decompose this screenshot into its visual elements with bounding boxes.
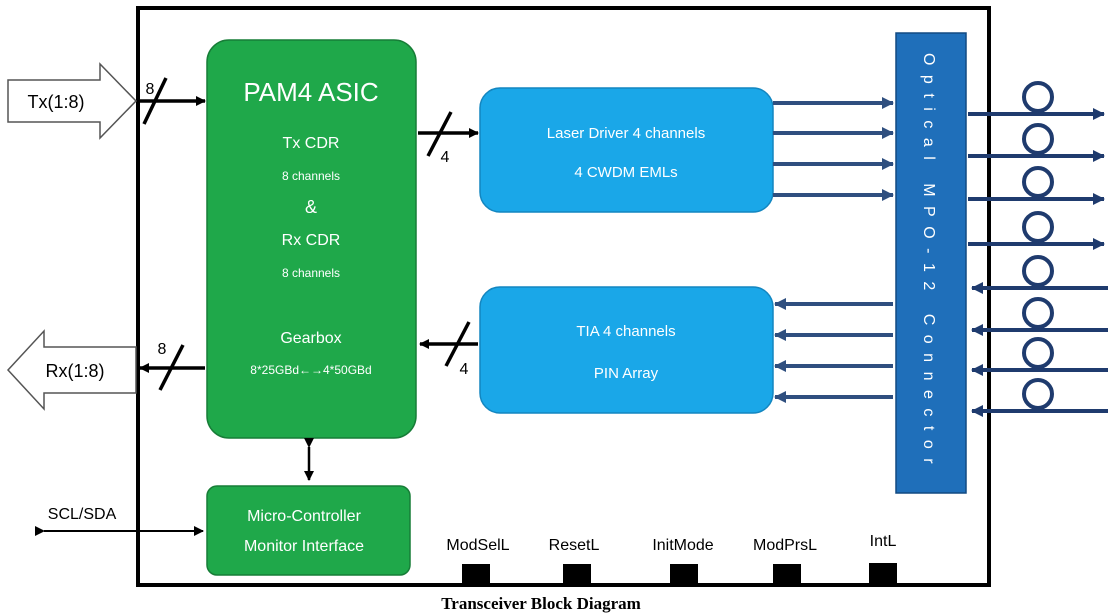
laser-driver-bus: 4 <box>418 111 479 166</box>
tia-bus: 4 <box>419 321 478 378</box>
mpo-connector: Optical MPO-12 Connector <box>895 32 967 494</box>
tx-input-arrow: Tx(1:8) <box>7 62 138 140</box>
pam4-asic-block: PAM4 ASIC Tx CDR 8 channels & Rx CDR 8 c… <box>206 39 417 439</box>
mcu-line2: Monitor Interface <box>244 538 364 555</box>
tx-input-label: Tx(1:8) <box>27 92 84 112</box>
rx-output-label: Rx(1:8) <box>45 361 104 381</box>
asic-title: PAM4 ASIC <box>243 77 378 107</box>
asic-gearbox: Gearbox <box>280 330 341 347</box>
pin-modsell <box>462 564 490 586</box>
asic-tx-cdr: Tx CDR <box>283 135 340 152</box>
asic-gearbox-rate: 8*25GBd←→4*50GBd <box>250 363 371 377</box>
pin-label-resetl: ResetL <box>549 537 600 554</box>
scl-sda-label: SCL/SDA <box>48 506 117 523</box>
pin-label-intl: IntL <box>870 533 897 550</box>
mcu-line1: Micro-Controller <box>247 508 361 525</box>
tx-bus-width: 8 <box>146 81 155 98</box>
tia-line1: TIA 4 channels <box>576 323 675 340</box>
laser-driver-line1: Laser Driver 4 channels <box>547 125 705 142</box>
laser-driver-block: Laser Driver 4 channels 4 CWDM EMLs <box>479 87 774 213</box>
pin-resetl <box>563 564 591 586</box>
asic-amp: & <box>305 197 317 217</box>
tia-line2: PIN Array <box>594 365 659 382</box>
pin-label-initmode: InitMode <box>652 537 713 554</box>
scl-sda-bus: SCL/SDA <box>35 506 204 536</box>
asic-rx-channels: 8 channels <box>282 266 340 280</box>
pin-intl <box>869 563 897 586</box>
pin-modprsl <box>773 564 801 586</box>
pin-initmode <box>670 564 698 586</box>
asic-tx-channels: 8 channels <box>282 169 340 183</box>
laser-driver-line2: 4 CWDM EMLs <box>574 164 677 181</box>
tia-bus-width: 4 <box>460 361 469 378</box>
diagram-caption: Transceiver Block Diagram <box>441 594 641 613</box>
fiber-loops <box>968 81 1108 417</box>
tia-block: TIA 4 channels PIN Array <box>479 286 774 414</box>
laser-driver-bus-width: 4 <box>441 149 450 166</box>
rx-bus: 8 <box>139 341 205 391</box>
tx-optical-lanes <box>773 97 894 201</box>
control-pins: ModSelL ResetL InitMode ModPrsL IntL <box>446 533 897 586</box>
rx-bus-width: 8 <box>158 341 167 358</box>
rx-output-arrow: Rx(1:8) <box>6 329 137 411</box>
connector-label: Optical MPO-12 Connector <box>920 53 937 473</box>
rx-optical-lanes <box>774 298 893 403</box>
tx-bus: 8 <box>138 77 206 125</box>
pin-label-modprsl: ModPrsL <box>753 537 817 554</box>
pin-label-modsell: ModSelL <box>446 537 509 554</box>
asic-rx-cdr: Rx CDR <box>282 232 341 249</box>
micro-controller-block: Micro-Controller Monitor Interface <box>206 485 411 576</box>
